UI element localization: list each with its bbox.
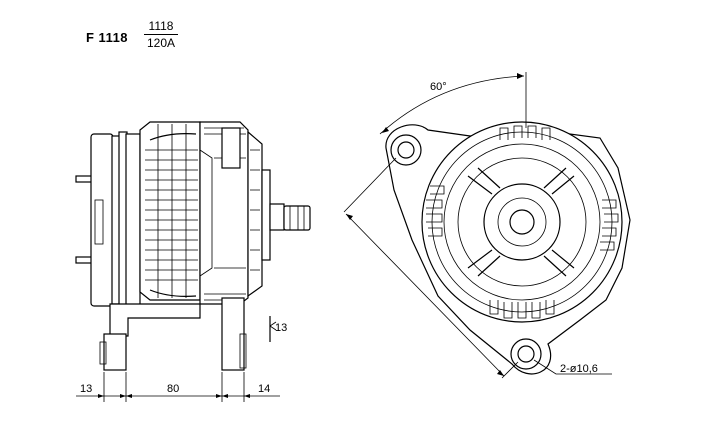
upper-mount-ear	[221, 127, 241, 169]
rear-mount-foot	[109, 303, 201, 337]
angle-arc	[379, 75, 525, 135]
rear-cover	[90, 133, 114, 307]
dim-bracket-gap: 13	[275, 322, 287, 334]
model-code: F 1118	[86, 30, 129, 45]
shaft-center	[509, 209, 535, 235]
dim-right-offset: 14	[258, 383, 270, 395]
dim-holes: 2-ø10,6	[560, 363, 598, 375]
side-view: 13 13 80 14	[75, 121, 311, 402]
pulley-shaft	[283, 205, 311, 231]
dim-body-length: 80	[167, 383, 179, 395]
vent-slots	[426, 125, 619, 319]
fraction-bottom: 120A	[146, 36, 176, 50]
rear-stud-upper	[75, 175, 93, 183]
hole-leader	[533, 359, 612, 375]
mount-hole-upper	[397, 141, 415, 159]
rating-fraction: 1118 120A	[144, 19, 178, 50]
mount-hole-lower	[517, 345, 535, 363]
fraction-top: 1118	[144, 19, 178, 35]
rear-stud-lower	[75, 256, 93, 264]
front-housing	[247, 130, 263, 298]
span-dimension	[345, 213, 505, 377]
rear-housing-fins	[145, 124, 198, 298]
dim-mount-angle: 60°	[430, 81, 447, 93]
rear-housing	[139, 121, 201, 301]
dim-left-offset: 13	[80, 383, 92, 395]
rear-mount-bush	[103, 333, 127, 371]
front-view: 60° 2-ø10,6	[343, 72, 631, 379]
bottom-dimensions: 13 80 14	[76, 372, 280, 402]
